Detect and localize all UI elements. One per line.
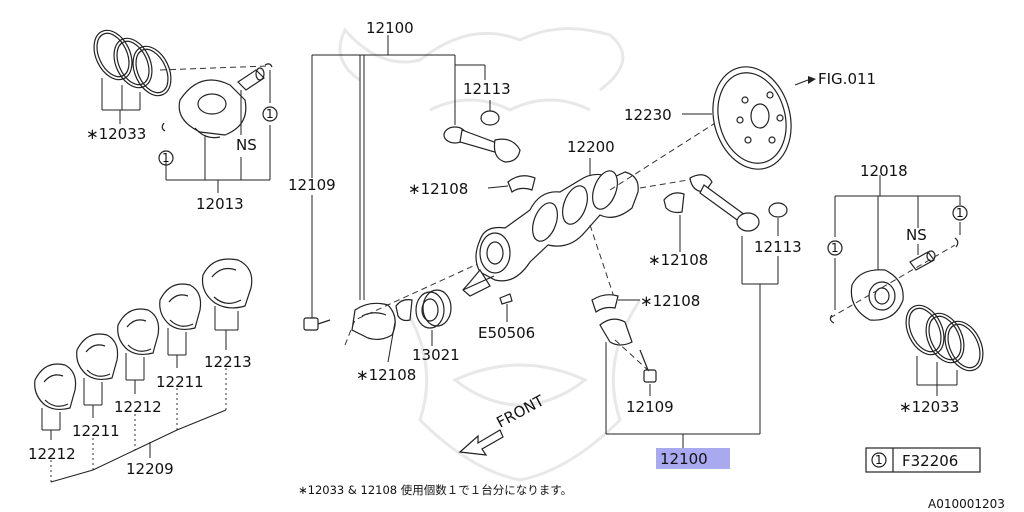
leaders-bearing-sets [41, 306, 239, 483]
callout-12013: 12013 [196, 195, 244, 213]
circled-1-icon [827, 240, 843, 256]
fig-reference[interactable]: FIG.011 [818, 70, 876, 88]
callout-12211-b: 12211 [156, 373, 204, 391]
small-end-bushing-top[interactable] [480, 110, 500, 126]
piston-left[interactable] [178, 79, 247, 139]
bearing-set-12212-a[interactable] [34, 363, 77, 411]
flywheel-12230[interactable] [702, 58, 802, 178]
callout-12100-bottom[interactable]: 12100 [660, 450, 708, 468]
piston-right[interactable] [850, 269, 904, 321]
bearing-set-12213[interactable] [201, 258, 253, 309]
legend-symbol: 1 [875, 453, 883, 467]
leader-12100-bottom [605, 236, 779, 448]
clip-right [954, 237, 959, 248]
diagram-id: A010001203 [928, 497, 1005, 511]
oil-seal-13021[interactable] [415, 289, 452, 329]
callout-12109-left: 12109 [288, 176, 336, 194]
small-end-bushing-right[interactable] [768, 202, 788, 218]
bearing-set-12211-b[interactable] [159, 283, 202, 331]
clip-lower-right [829, 314, 835, 324]
bolt-12109-lower[interactable] [639, 349, 657, 383]
bearing-half-12108-d[interactable] [395, 299, 413, 322]
callout-12108-a: ∗12108 [408, 180, 468, 198]
selected-part-highlight[interactable] [656, 448, 730, 469]
callout-13021: 13021 [412, 346, 460, 364]
callout-12230: 12230 [624, 106, 672, 124]
legend-box: 1 F32206 [865, 447, 981, 473]
piston-pin-right[interactable] [909, 250, 936, 271]
callout-12212-a: 12212 [28, 445, 76, 463]
woodruff-key-e50506[interactable] [499, 293, 513, 305]
svg-text:1: 1 [162, 151, 170, 165]
connecting-rod-right[interactable] [689, 174, 760, 232]
callout-12108-c: ∗12108 [640, 292, 700, 310]
fig-arrow [794, 79, 809, 86]
callout-12200: 12200 [567, 138, 615, 156]
label-ns-left: NS [236, 136, 257, 154]
piston-rings-left[interactable] [87, 24, 179, 101]
svg-text:1: 1 [266, 107, 274, 121]
rod-cap-lower[interactable] [599, 318, 633, 346]
circled-1-icon [158, 150, 174, 166]
leader-12100-top [311, 35, 486, 318]
bolt-12109-left[interactable] [303, 317, 331, 331]
callout-12113-right: 12113 [754, 238, 802, 256]
label-ns-right: NS [906, 226, 927, 244]
circled-1-icon [871, 452, 887, 468]
leader-12033-right [916, 356, 958, 396]
arrow-right-icon [808, 76, 816, 84]
svg-text:1: 1 [831, 241, 839, 255]
bearing-set-12211-a[interactable] [76, 333, 119, 381]
callout-12109-bottom: 12109 [626, 398, 674, 416]
piston-pin-left[interactable] [237, 67, 265, 91]
clip-top-left [264, 63, 273, 68]
clip-left [161, 122, 166, 132]
bearing-half-12108-c[interactable] [591, 294, 619, 313]
svg-text:FRONT: FRONT [493, 391, 547, 431]
callout-e50506: E50506 [478, 324, 535, 342]
bearing-half-12108-b[interactable] [663, 192, 685, 214]
callout-12108-b: ∗12108 [648, 251, 708, 269]
callout-12212-b: 12212 [114, 398, 162, 416]
connecting-rod-top[interactable] [443, 126, 521, 163]
main-bearing-cap[interactable] [351, 302, 396, 341]
legend-code: F32206 [902, 452, 958, 470]
bearing-set-12212-b[interactable] [117, 308, 160, 356]
callout-12033-left: ∗12033 [86, 125, 146, 143]
circled-1-icon [952, 205, 968, 221]
crankshaft[interactable] [462, 167, 639, 297]
watermark-emblem [338, 27, 642, 482]
leader-12013 [165, 70, 271, 193]
leader-12033-left [101, 78, 141, 124]
callout-12108-d: ∗12108 [356, 366, 416, 384]
front-arrow: FRONT [458, 391, 548, 456]
footnote: ∗12033 & 12108 使用個数１で１台分になります。 [298, 483, 572, 497]
callout-12033-right: ∗12033 [899, 398, 959, 416]
callout-12113-top: 12113 [463, 80, 511, 98]
callout-12209: 12209 [126, 460, 174, 478]
leader-12018 [834, 175, 961, 310]
callout-12018: 12018 [860, 162, 908, 180]
bearing-half-12108-a[interactable] [507, 175, 536, 193]
callout-12211-a: 12211 [72, 422, 120, 440]
piston-rings-right[interactable] [899, 299, 991, 376]
callout-12100-top: 12100 [366, 19, 414, 37]
svg-text:1: 1 [956, 206, 964, 220]
callout-12213: 12213 [204, 353, 252, 371]
circled-1-icon [262, 106, 278, 122]
